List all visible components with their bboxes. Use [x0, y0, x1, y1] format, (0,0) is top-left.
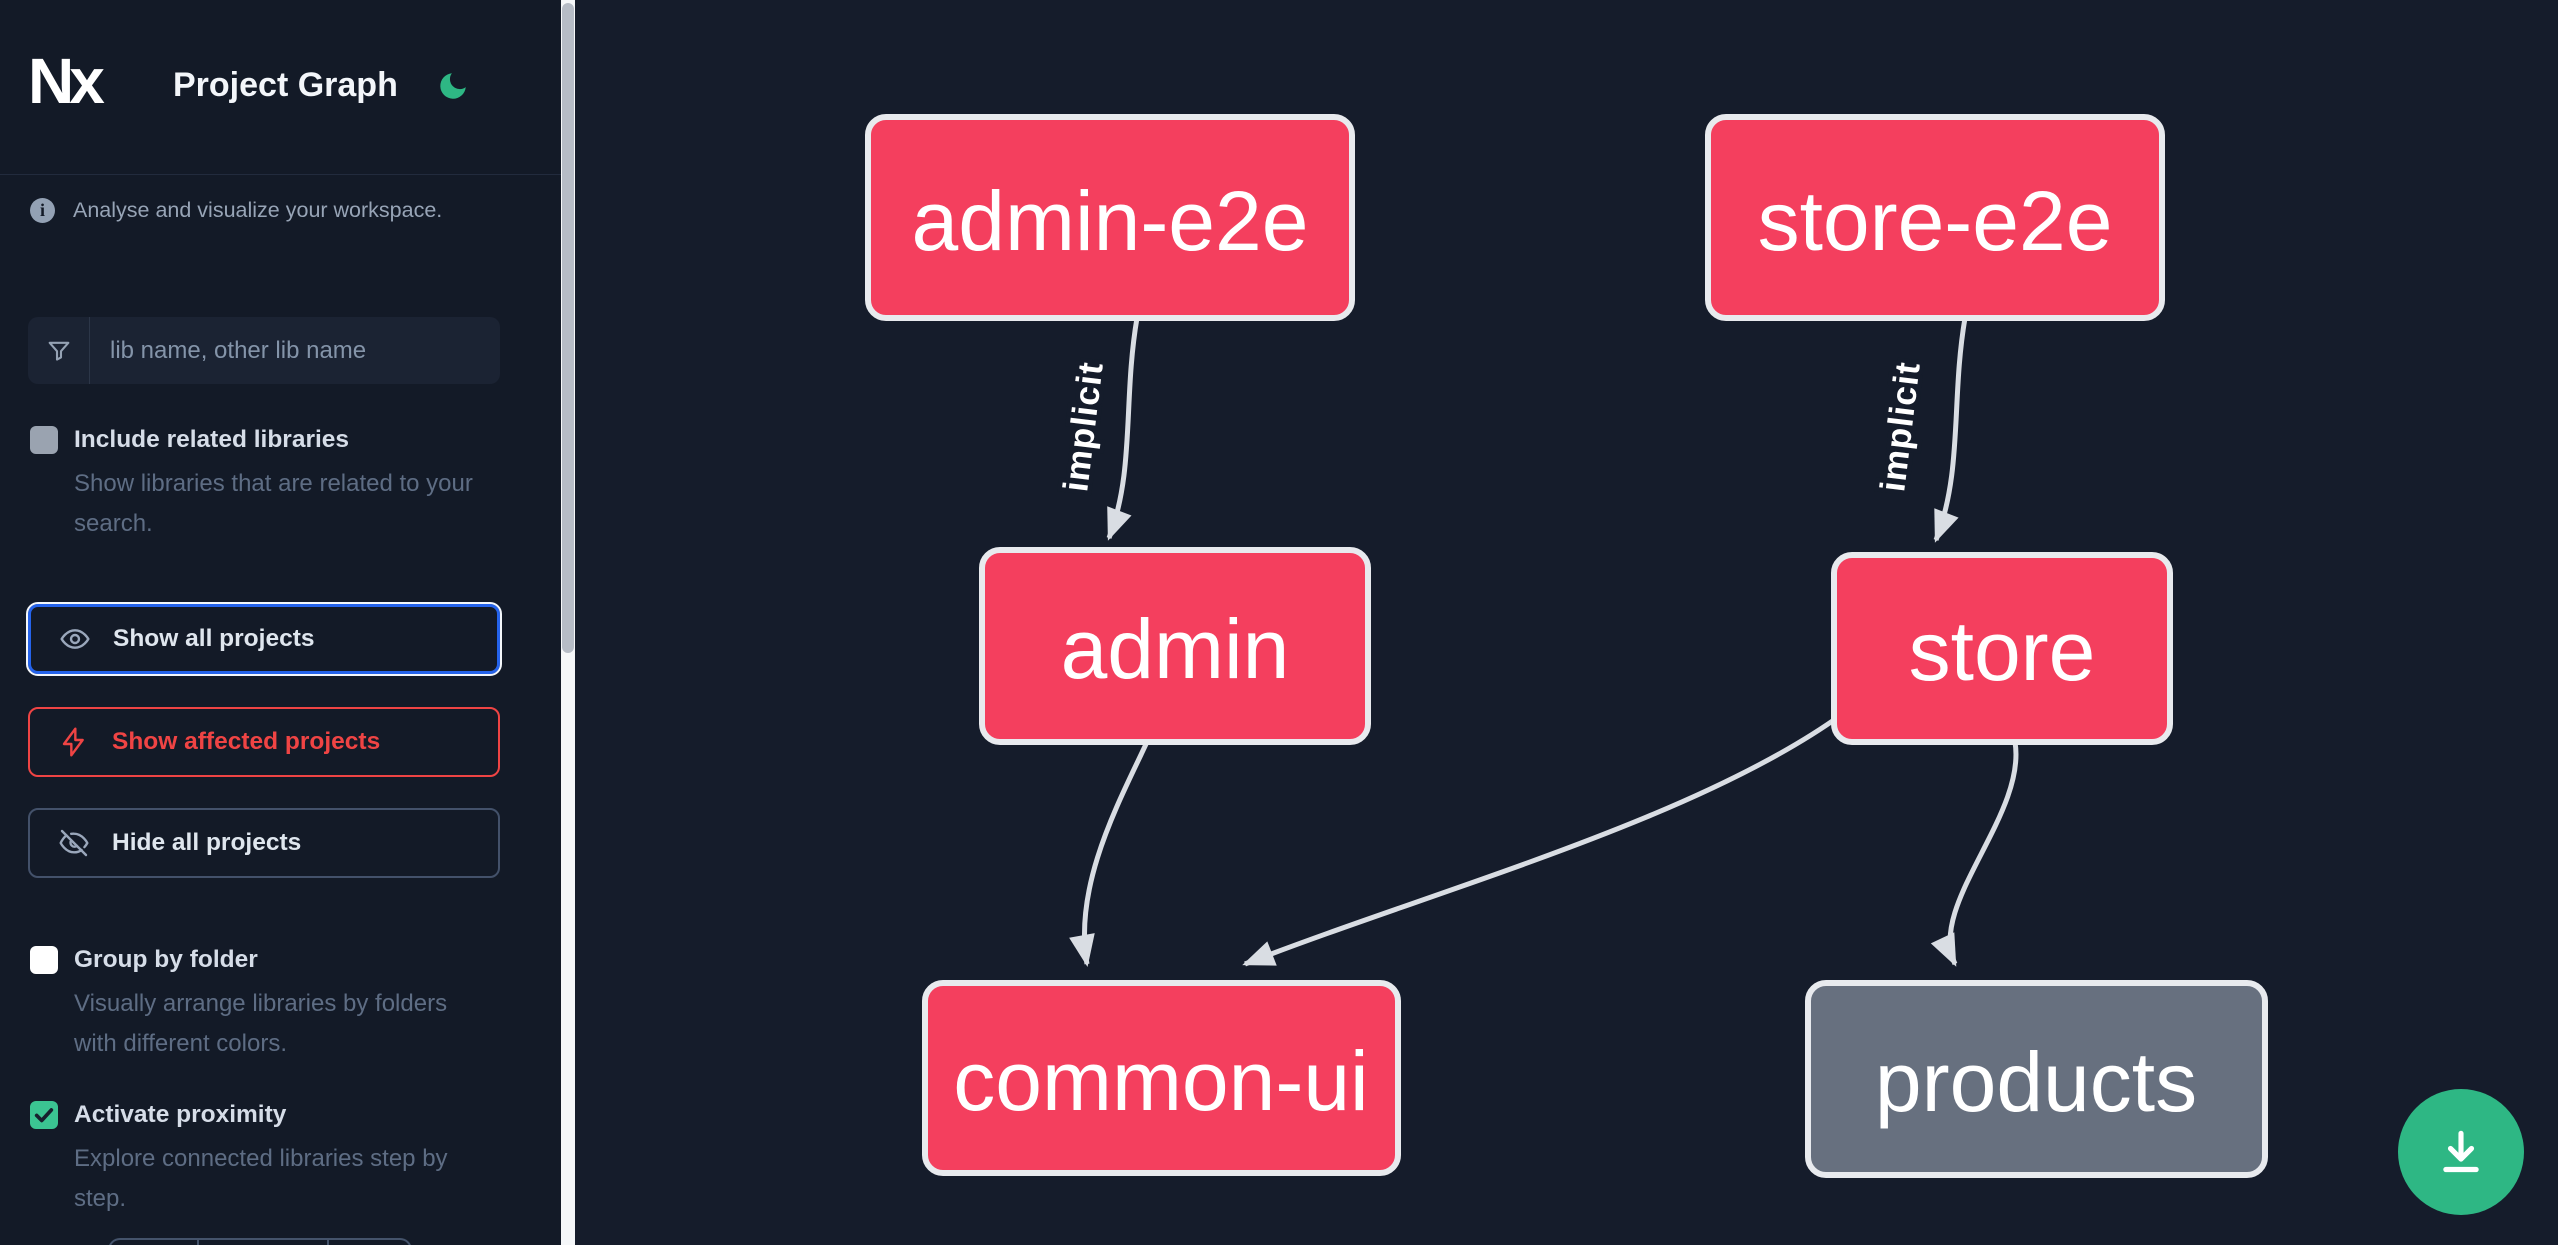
- stepper-divider: [327, 1240, 329, 1245]
- option-activate-proximity: Activate proximity Explore connected lib…: [30, 1099, 454, 1219]
- node-label: store-e2e: [1758, 174, 2113, 268]
- option-description: Explore connected libraries step by step…: [74, 1145, 448, 1212]
- show-affected-projects-button[interactable]: Show affected projects: [28, 707, 500, 777]
- graph-node-admin[interactable]: admin: [979, 547, 1371, 745]
- activate-proximity-checkbox[interactable]: [30, 1101, 58, 1129]
- tagline-text: Analyse and visualize your workspace.: [73, 198, 443, 222]
- node-label: admin-e2e: [912, 174, 1309, 268]
- edge-store-e2e-store: [1933, 317, 1968, 543]
- button-label: Show affected projects: [112, 728, 381, 755]
- button-label: Hide all projects: [112, 829, 302, 856]
- node-label: common-ui: [953, 1034, 1368, 1128]
- sidebar-scrollbar-track[interactable]: [561, 0, 575, 1245]
- proximity-stepper[interactable]: [108, 1238, 412, 1245]
- show-all-projects-button[interactable]: Show all projects: [26, 602, 502, 676]
- option-label: Activate proximity: [74, 1101, 287, 1128]
- workspace-tagline: i Analyse and visualize your workspace.: [30, 198, 442, 223]
- node-label: store: [1909, 604, 2096, 698]
- nx-logo: Nx: [28, 45, 105, 117]
- page-title: Project Graph: [173, 66, 398, 104]
- project-graph-canvas[interactable]: implicit implicit admin-e2e store-e2e ad…: [575, 0, 2558, 1245]
- info-icon: i: [30, 198, 55, 223]
- dependency-graph-svg: implicit implicit admin-e2e store-e2e ad…: [865, 114, 2268, 1178]
- option-description: Show libraries that are related to your …: [74, 470, 473, 537]
- download-graph-button[interactable]: [2398, 1089, 2524, 1215]
- edge-admin-e2e-admin: [1106, 317, 1140, 541]
- search-input[interactable]: [90, 317, 500, 384]
- node-label: products: [1875, 1035, 2197, 1129]
- sidebar-scrollbar-thumb[interactable]: [562, 3, 574, 653]
- edge-store-common-ui: [1242, 712, 1843, 967]
- moon-icon: [436, 69, 476, 103]
- option-description: Visually arrange libraries by folders wi…: [74, 990, 448, 1057]
- option-label: Include related libraries: [74, 426, 350, 453]
- option-label: Group by folder: [74, 946, 258, 973]
- node-label: admin: [1061, 602, 1290, 696]
- option-include-related: Include related libraries Show libraries…: [30, 424, 489, 544]
- edge-store-products: [1930, 741, 2019, 967]
- graph-node-common-ui[interactable]: common-ui: [922, 980, 1401, 1176]
- filter-funnel-icon: [28, 317, 90, 384]
- sidebar-header: Nx Project Graph: [0, 0, 561, 175]
- button-label: Show all projects: [113, 625, 315, 652]
- graph-node-store[interactable]: store: [1831, 552, 2173, 745]
- filter-searchbox: [28, 317, 500, 384]
- graph-node-store-e2e[interactable]: store-e2e: [1705, 114, 2165, 321]
- eye-icon: [59, 623, 91, 655]
- sidebar: Nx Project Graph i Analyse and visualize…: [0, 0, 561, 1245]
- theme-toggle-button[interactable]: [436, 66, 476, 106]
- edge-admin-common-ui: [1069, 740, 1150, 967]
- eye-off-icon: [58, 827, 90, 859]
- include-related-checkbox[interactable]: [30, 426, 58, 454]
- edge-label-implicit: implicit: [1056, 359, 1111, 493]
- lightning-icon: [58, 726, 90, 758]
- hide-all-projects-button[interactable]: Hide all projects: [28, 808, 500, 878]
- graph-node-products[interactable]: products: [1805, 980, 2268, 1178]
- download-icon: [2433, 1124, 2489, 1180]
- option-group-by-folder: Group by folder Visually arrange librari…: [30, 944, 489, 1064]
- stepper-divider: [197, 1240, 199, 1245]
- graph-node-admin-e2e[interactable]: admin-e2e: [865, 114, 1355, 321]
- group-by-folder-checkbox[interactable]: [30, 946, 58, 974]
- edge-label-implicit: implicit: [1873, 359, 1928, 493]
- checkmark-icon: [33, 1104, 55, 1126]
